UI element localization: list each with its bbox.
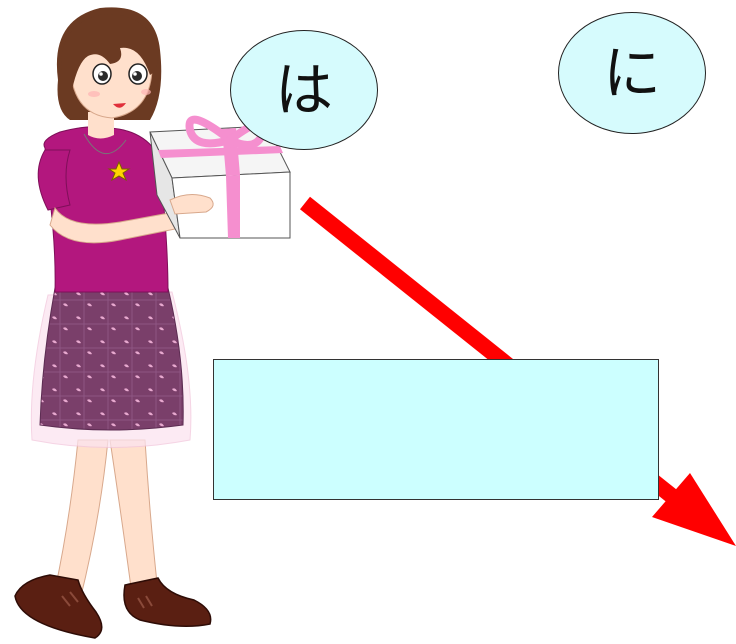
- particle-ha-text: は: [275, 61, 333, 119]
- answer-box[interactable]: [213, 359, 659, 500]
- girl-giving-gift-icon: [15, 7, 211, 638]
- particle-bubble-ni: に: [558, 12, 706, 134]
- particle-bubble-ha: は: [230, 30, 378, 150]
- particle-ni-text: に: [603, 44, 661, 102]
